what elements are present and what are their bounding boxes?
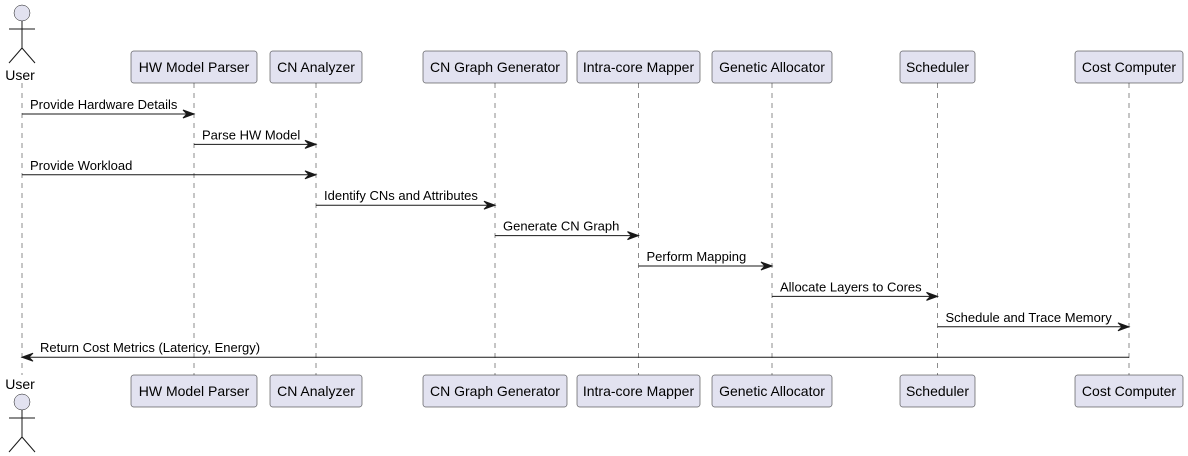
- message-2: Parse HW Model: [194, 127, 318, 149]
- arrowhead-icon: [182, 109, 196, 119]
- message-1: Provide Hardware Details: [22, 97, 196, 119]
- participant-label: Intra-core Mapper: [583, 59, 695, 75]
- actor-user-label: User: [5, 376, 35, 392]
- message-6: Perform Mapping: [638, 249, 774, 271]
- message-label: Parse HW Model: [202, 127, 300, 142]
- participant-label: CN Graph Generator: [430, 59, 560, 75]
- message-label: Provide Hardware Details: [30, 97, 178, 112]
- message-label: Generate CN Graph: [503, 219, 619, 234]
- arrowhead-icon: [304, 139, 318, 149]
- arrowhead-icon: [760, 261, 774, 271]
- participant-box: [1074, 50, 1184, 84]
- message-5: Generate CN Graph: [495, 219, 640, 241]
- actor-user-bottom: User: [5, 376, 36, 453]
- participant-ga-bottom: Genetic Allocator: [711, 374, 833, 408]
- participant-box: [711, 374, 833, 408]
- message-label: Perform Mapping: [647, 249, 747, 264]
- participant-sch-top: Scheduler: [899, 50, 976, 84]
- message-8: Schedule and Trace Memory: [937, 310, 1131, 332]
- message-9: Return Cost Metrics (Latency, Energy): [20, 340, 1129, 362]
- actor-leg-left: [8, 47, 23, 64]
- participant-box: [130, 374, 258, 408]
- participant-cna-top: CN Analyzer: [269, 50, 363, 84]
- participant-label: HW Model Parser: [139, 383, 250, 399]
- participant-box: [422, 374, 568, 408]
- message-label: Return Cost Metrics (Latency, Energy): [40, 340, 260, 355]
- participant-icm-top: Intra-core Mapper: [576, 50, 701, 84]
- actor-leg-right: [21, 436, 36, 453]
- arrowhead-icon: [20, 352, 34, 362]
- participant-ga-top: Genetic Allocator: [711, 50, 833, 84]
- participant-label: Genetic Allocator: [719, 59, 825, 75]
- participant-label: Scheduler: [906, 383, 969, 399]
- arrowhead-icon: [483, 200, 497, 210]
- participant-hw-bottom: HW Model Parser: [130, 374, 258, 408]
- arrowhead-icon: [1117, 322, 1131, 332]
- actor-leg-right: [21, 47, 36, 64]
- participant-cc-top: Cost Computer: [1074, 50, 1184, 84]
- participant-box: [269, 374, 363, 408]
- actor-leg-left: [8, 436, 23, 453]
- message-4: Identify CNs and Attributes: [316, 188, 497, 210]
- participant-label: Cost Computer: [1082, 59, 1176, 75]
- participant-box: [1074, 374, 1184, 408]
- participant-box: [899, 374, 976, 408]
- actor-user-label: User: [5, 67, 35, 83]
- participant-cc-bottom: Cost Computer: [1074, 374, 1184, 408]
- actor-head-icon: [13, 4, 31, 22]
- participant-box: [130, 50, 258, 84]
- participant-label: Genetic Allocator: [719, 383, 825, 399]
- message-label: Schedule and Trace Memory: [946, 310, 1113, 325]
- actor-head-icon: [13, 393, 31, 411]
- participant-label: CN Graph Generator: [430, 383, 560, 399]
- message-label: Allocate Layers to Cores: [780, 279, 922, 294]
- participant-box: [576, 374, 701, 408]
- message-7: Allocate Layers to Cores: [772, 279, 939, 301]
- participant-label: Intra-core Mapper: [583, 383, 695, 399]
- participant-box: [711, 50, 833, 84]
- actor-user-top: User: [5, 4, 36, 83]
- participant-cng-top: CN Graph Generator: [422, 50, 568, 84]
- participant-label: Cost Computer: [1082, 383, 1176, 399]
- arrowhead-icon: [627, 231, 640, 241]
- participant-box: [576, 50, 701, 84]
- participant-box: [269, 50, 363, 84]
- participant-icm-bottom: Intra-core Mapper: [576, 374, 701, 408]
- participant-cna-bottom: CN Analyzer: [269, 374, 363, 408]
- message-3: Provide Workload: [22, 158, 318, 180]
- arrowhead-icon: [926, 291, 939, 301]
- participant-label: CN Analyzer: [277, 59, 355, 75]
- message-label: Identify CNs and Attributes: [324, 188, 478, 203]
- participant-hw-top: HW Model Parser: [130, 50, 258, 84]
- participant-cng-bottom: CN Graph Generator: [422, 374, 568, 408]
- participant-label: Scheduler: [906, 59, 969, 75]
- arrowhead-icon: [304, 170, 318, 180]
- participant-label: HW Model Parser: [139, 59, 250, 75]
- message-label: Provide Workload: [30, 158, 132, 173]
- participant-label: CN Analyzer: [277, 383, 355, 399]
- participant-box: [899, 50, 976, 84]
- participant-sch-bottom: Scheduler: [899, 374, 976, 408]
- participant-box: [422, 50, 568, 84]
